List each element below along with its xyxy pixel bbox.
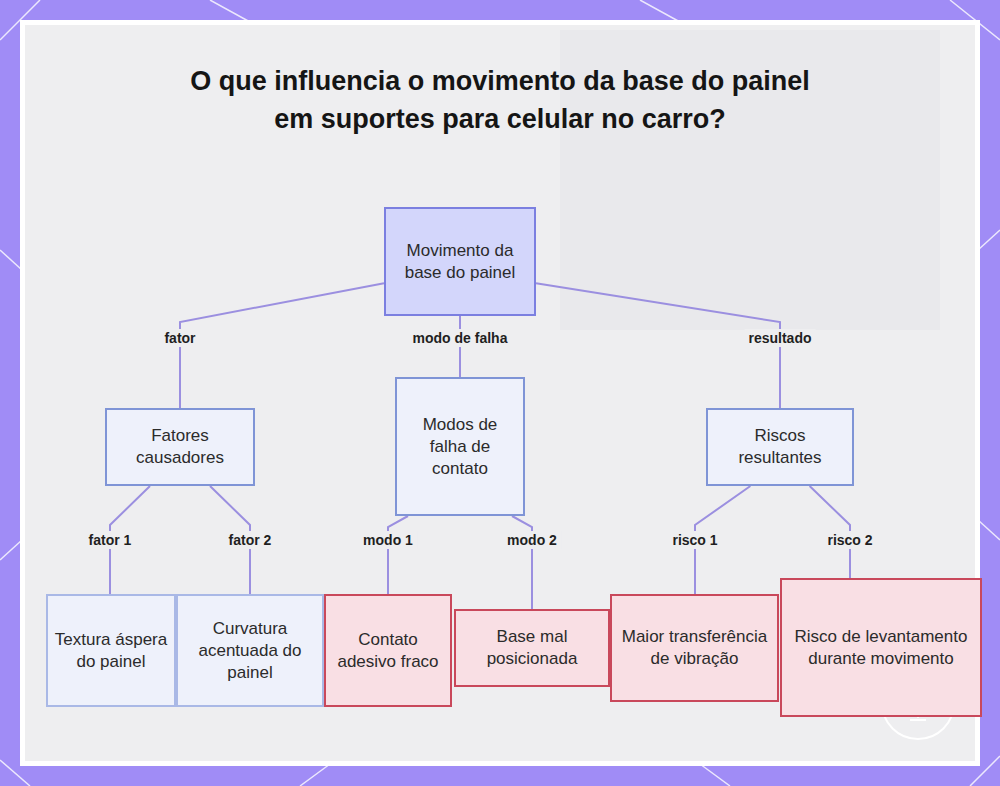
node-label: Base mal posicionada [456,626,608,670]
node-label: Risco de levantamento durante movimento [782,626,980,670]
category-box: Modos de falha de contato [395,377,525,516]
edge-label: modo 2 [503,531,561,549]
panel-border [20,20,980,766]
node-label: Curvatura acentuada do painel [178,618,322,684]
root-box: Movimento da base do painel [384,207,536,316]
edge-label: fator 1 [85,531,136,549]
node-label: Riscos resultantes [708,425,852,469]
connector-line [512,516,532,609]
category-box: Riscos resultantes [706,408,854,486]
category-box: Fatores causadores [105,408,255,486]
failure-box: Contato adesivo fraco [324,594,452,707]
connector-line [388,516,408,594]
factor-box: Curvatura acentuada do painel [176,594,324,707]
failure-box: Risco de levantamento durante movimento [780,578,982,717]
edge-label: fator 2 [225,531,276,549]
failure-box: Base mal posicionada [454,609,610,687]
node-label: Maior transferência de vibração [612,626,777,670]
diagram-title: O que influencia o movimento da base do … [190,62,810,138]
factor-box: Textura áspera do painel [46,594,176,707]
connector-line [180,283,384,408]
edge-label: modo 1 [359,531,417,549]
edge-label: fator [160,329,199,347]
node-label: Textura áspera do painel [48,629,174,673]
node-label: Movimento da base do painel [386,240,534,284]
edge-label: risco 2 [823,531,876,549]
node-label: Contato adesivo fraco [326,629,450,673]
node-label: Modos de falha de contato [397,414,523,480]
edge-label: risco 1 [668,531,721,549]
edge-label: resultado [744,329,815,347]
edge-label: modo de falha [409,329,512,347]
node-label: Fatores causadores [107,425,253,469]
failure-box: Maior transferência de vibração [610,594,779,702]
connector-line [536,283,780,408]
